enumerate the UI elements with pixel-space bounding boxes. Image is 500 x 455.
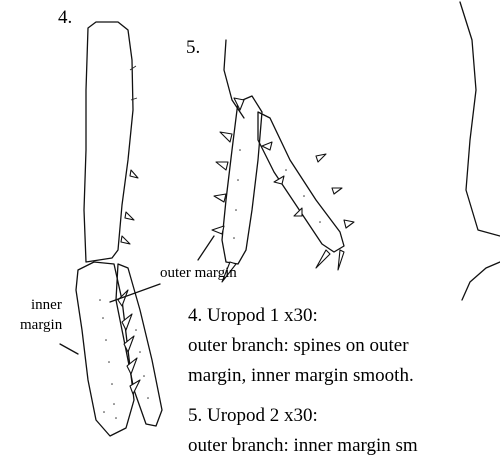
- partial-figure-outline-lower: [462, 262, 500, 300]
- uropod-2-spine: [234, 98, 244, 110]
- uropod-2-spine: [332, 188, 342, 194]
- uropod-2-inner-branch: [222, 96, 262, 264]
- uropod-2-spine: [214, 194, 226, 202]
- uropod-1-drawing: [76, 22, 162, 436]
- uropod-1-peduncle-spine: [125, 212, 134, 220]
- caption-5-line1: outer branch: inner margin sm: [188, 436, 500, 455]
- uropod-2-spine: [316, 154, 326, 162]
- caption-4-line2: margin, inner margin smooth.: [188, 366, 414, 385]
- uropod-2-spine: [220, 132, 232, 142]
- uropod-2-spine: [262, 142, 272, 150]
- uropod-2-apical-spine: [316, 250, 330, 268]
- caption-4-title: 4. Uropod 1 x30:: [188, 306, 318, 325]
- figure-5-number: 5.: [186, 38, 200, 57]
- uropod-2-stipple: [233, 149, 321, 239]
- uropod-1-peduncle-spine: [121, 236, 130, 244]
- uropod-2-drawing: [212, 40, 354, 282]
- uropod-2-spine: [344, 220, 354, 228]
- inner-margin-leader: [60, 344, 78, 354]
- uropod-2-spine: [294, 208, 302, 216]
- uropod-2-spine: [216, 162, 228, 170]
- uropod-2-outer-branch: [258, 112, 344, 252]
- inner-margin-label-line1: inner: [31, 298, 62, 313]
- uropod-2-apical-spine: [338, 250, 344, 270]
- uropod-2-spine: [212, 226, 224, 234]
- uropod-1-peduncle: [84, 22, 133, 262]
- outer-margin-label: outer margin: [160, 266, 237, 281]
- uropod-2-spine: [274, 176, 284, 184]
- caption-5-title: 5. Uropod 2 x30:: [188, 406, 318, 425]
- figure-4-number: 4.: [58, 8, 72, 27]
- outer-margin-leader-fig4: [110, 284, 160, 302]
- uropod-1-peduncle-spine: [130, 170, 138, 178]
- partial-figure-outline: [460, 2, 500, 236]
- uropod-1-inner-branch: [116, 264, 162, 426]
- uropod-1-peduncle-seta: [130, 66, 137, 100]
- outer-margin-leader-fig5: [198, 236, 214, 260]
- caption-4-line1: outer branch: spines on outer: [188, 336, 409, 355]
- inner-margin-label-line2: margin: [20, 318, 62, 333]
